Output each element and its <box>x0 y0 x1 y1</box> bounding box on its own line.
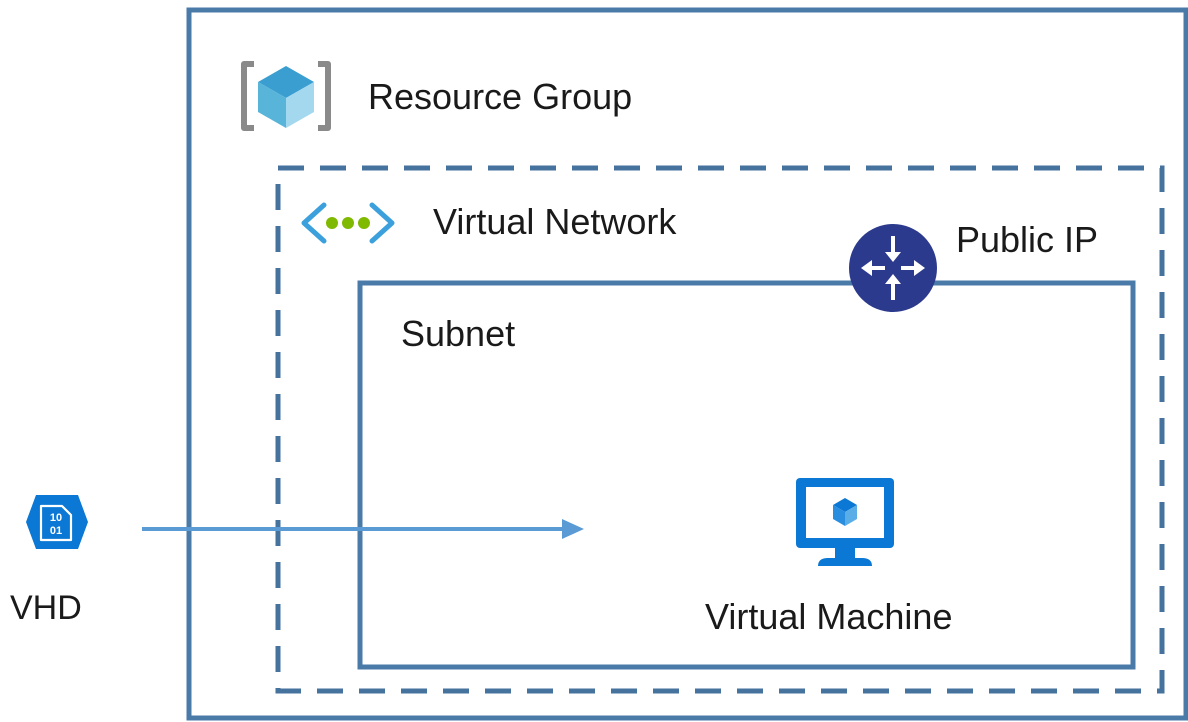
resource-group-cube-icon <box>241 61 331 131</box>
public-ip-router-icon <box>849 224 937 312</box>
resource-group-label: Resource Group <box>368 76 633 117</box>
virtual-network-icon <box>301 202 395 244</box>
virtual-machine-monitor-icon <box>796 478 894 566</box>
vhd-icon-text-top: 10 <box>50 512 62 524</box>
vhd-to-vm-arrow <box>142 519 584 539</box>
public-ip-label: Public IP <box>956 219 1099 260</box>
resource-group-container <box>186 7 1188 721</box>
virtual-network-label: Virtual Network <box>433 201 677 242</box>
vhd-label: VHD <box>10 589 82 627</box>
vhd-icon-text-bottom: 01 <box>50 525 62 537</box>
vhd-disk-icon: 10 01 <box>26 495 88 549</box>
subnet-label: Subnet <box>401 313 516 354</box>
subnet-container <box>357 280 1136 670</box>
virtual-machine-label: Virtual Machine <box>705 596 953 637</box>
virtual-network-container <box>275 165 1165 694</box>
